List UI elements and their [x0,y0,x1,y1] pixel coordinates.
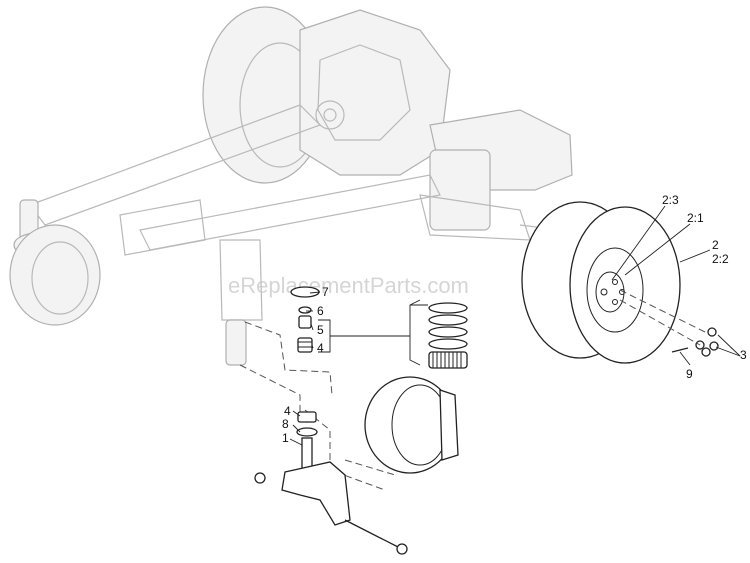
seal [298,306,312,314]
callout-2: 2 [712,238,719,252]
bearing-exploded-view [428,302,468,369]
callout-2-3: 2:3 [662,193,679,207]
callout-labels: 7 6 5 4 4 8 1 2:3 2:1 2 2:2 3 9 [282,193,747,445]
rear-drive-wheel [521,201,681,364]
fork-washer [296,427,318,437]
front-caster-wheel [364,376,459,474]
dust-cap [290,286,320,298]
caster-fork-assembly [254,411,408,555]
callout-2-2: 2:2 [712,252,729,266]
fork-spindle [301,437,313,471]
caster-fork [281,461,351,526]
detail-bracket [318,299,428,366]
axle-bolt [344,519,401,549]
callout-1: 1 [282,431,289,445]
callout-7: 7 [322,285,329,299]
fork-nut [254,472,266,484]
upper-bearing [297,411,317,423]
bearing-cone [297,337,313,353]
callout-5: 5 [317,323,324,337]
wheel-rim [586,247,644,333]
valve-stem [671,347,689,353]
callout-8: 8 [282,417,289,431]
leader-lines [289,205,741,446]
chassis-frame [9,6,573,326]
callout-9: 9 [686,367,693,381]
callout-4-upper: 4 [317,341,324,355]
washer [298,315,312,329]
callout-3: 3 [740,348,747,362]
callout-6: 6 [317,304,324,318]
lug-nuts [619,289,719,357]
callout-2-1: 2:1 [687,211,704,225]
callout-4-lower: 4 [284,404,291,418]
watermark: eReplacementParts.com [228,273,469,298]
